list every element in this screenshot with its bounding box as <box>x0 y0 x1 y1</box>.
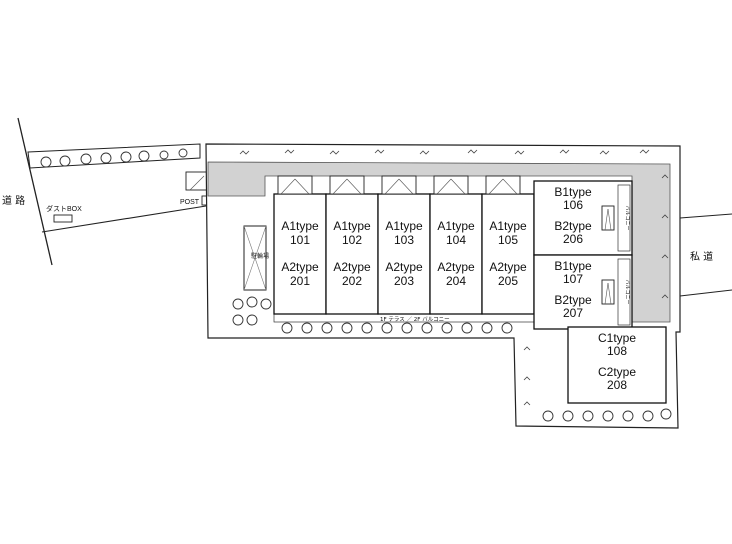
unit-type-lower: A2type <box>437 260 475 274</box>
balcony-label: バルコニー <box>624 280 630 305</box>
unit-number-lower: 208 <box>607 378 627 392</box>
unit-number-lower: 206 <box>563 232 583 246</box>
unit-outline <box>567 326 667 404</box>
unit-type-upper: A1type <box>385 219 423 233</box>
unit-type-upper: A1type <box>281 219 319 233</box>
unit-number-lower: 202 <box>342 274 362 288</box>
unit-type-upper: B1type <box>554 259 592 273</box>
entry-door-icon <box>277 175 313 195</box>
bike-parking-label: 駐輪場 <box>251 252 269 260</box>
unit-type-lower: B2type <box>554 219 592 233</box>
unit-number-upper: 104 <box>446 233 466 247</box>
entrance-gate <box>185 171 209 191</box>
unit-number-lower: 204 <box>446 274 466 288</box>
balcony <box>617 184 631 252</box>
road-label-left: 道 路 <box>2 194 25 207</box>
unit-number-lower: 205 <box>498 274 518 288</box>
entry-door-icon <box>601 279 615 305</box>
road-edge-right <box>679 213 732 219</box>
unit-outline <box>533 254 633 330</box>
road-label-right: 私 道 <box>690 250 713 263</box>
unit-number-upper: 101 <box>290 233 310 247</box>
unit-type-upper: C1type <box>598 331 636 345</box>
post-label: POST <box>180 199 200 206</box>
unit-type-lower: A2type <box>385 260 423 274</box>
unit-type-upper: B1type <box>554 185 592 199</box>
shrub-row-bottom <box>281 322 513 334</box>
unit-outline <box>325 193 379 315</box>
entry-door-icon <box>381 175 417 195</box>
balcony <box>617 258 631 326</box>
unit-number-upper: 106 <box>563 198 583 212</box>
unit-number-upper: 103 <box>394 233 414 247</box>
terrace-label: 1F テラス ／ 2F バルコニー <box>380 316 450 323</box>
unit-type-lower: A2type <box>333 260 371 274</box>
unit-type-upper: A1type <box>437 219 475 233</box>
shrub-cluster-left <box>232 296 272 326</box>
unit-type-lower: C2type <box>598 365 636 379</box>
unit-number-lower: 201 <box>290 274 310 288</box>
planting-strip-left <box>27 143 201 169</box>
dust-box <box>53 214 73 223</box>
grass-tufts <box>239 149 669 299</box>
unit-outline <box>533 180 633 256</box>
unit-type-lower: A2type <box>489 260 527 274</box>
unit-number-lower: 203 <box>394 274 414 288</box>
driveway-edge <box>41 205 207 233</box>
entry-door-icon <box>601 205 615 231</box>
dust-box-label: ダストBOX <box>46 204 82 213</box>
unit-type-lower: B2type <box>554 293 592 307</box>
unit-number-upper: 107 <box>563 272 583 286</box>
units-layer: A1type101A2type201A1type102A2type202A1ty… <box>273 175 667 404</box>
unit-number-lower: 207 <box>563 306 583 320</box>
unit-type-upper: A1type <box>333 219 371 233</box>
entry-door-icon <box>433 175 469 195</box>
unit-number-upper: 102 <box>342 233 362 247</box>
unit-outline <box>273 193 327 315</box>
unit-number-upper: 108 <box>607 344 627 358</box>
unit-number-upper: 105 <box>498 233 518 247</box>
unit-outline <box>429 193 483 315</box>
unit-outline <box>481 193 535 315</box>
entry-door-icon <box>485 175 521 195</box>
unit-outline <box>377 193 431 315</box>
unit-type-lower: A2type <box>281 260 319 274</box>
balcony-label: バルコニー <box>624 206 630 231</box>
walkway <box>207 161 671 323</box>
shrub-row-yard <box>542 408 672 422</box>
unit-type-upper: A1type <box>489 219 527 233</box>
entry-door-icon <box>329 175 365 195</box>
yard-tufts <box>523 346 531 406</box>
road-edge-right-2 <box>679 289 732 297</box>
road-edge-left <box>17 117 53 266</box>
shrub-row-left <box>40 148 188 168</box>
